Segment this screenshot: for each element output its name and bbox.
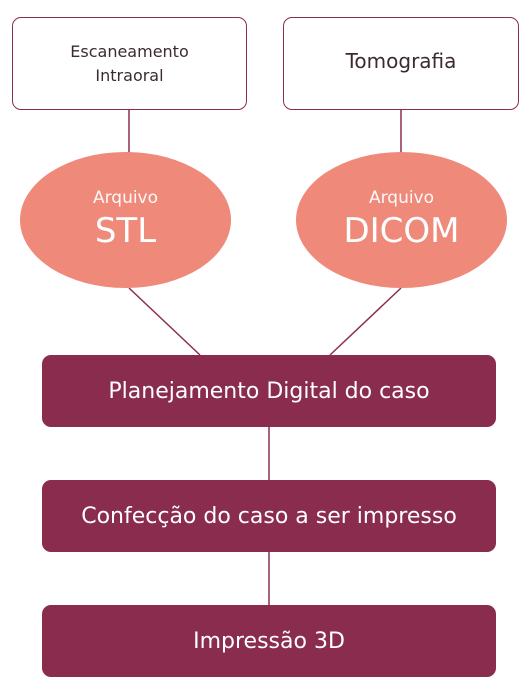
connector-stl-to-planning <box>128 287 201 356</box>
digital-planning-step: Planejamento Digital do caso <box>42 355 496 427</box>
dicom-file-caption: Arquivo <box>368 188 435 208</box>
dicom-file-ellipse: Arquivo DICOM <box>296 152 507 288</box>
3d-printing-label: Impressão 3D <box>193 628 345 654</box>
stl-file-ellipse: Arquivo STL <box>20 152 231 288</box>
case-preparation-step: Confecção do caso a ser impresso <box>42 480 496 552</box>
3d-printing-step: Impressão 3D <box>42 605 496 677</box>
intraoral-scan-label: Escaneamento Intraoral <box>70 41 189 85</box>
tomography-box: Tomografia <box>283 17 519 110</box>
dicom-file-type: DICOM <box>343 211 460 251</box>
stl-file-caption: Arquivo <box>92 188 159 208</box>
stl-file-type: STL <box>94 211 157 251</box>
case-preparation-label: Confecção do caso a ser impresso <box>81 503 457 529</box>
intraoral-scan-box: Escaneamento Intraoral <box>12 17 247 110</box>
tomography-label: Tomografia <box>345 48 457 73</box>
connector-dicom-to-planning <box>329 287 402 356</box>
digital-planning-label: Planejamento Digital do caso <box>108 378 430 404</box>
